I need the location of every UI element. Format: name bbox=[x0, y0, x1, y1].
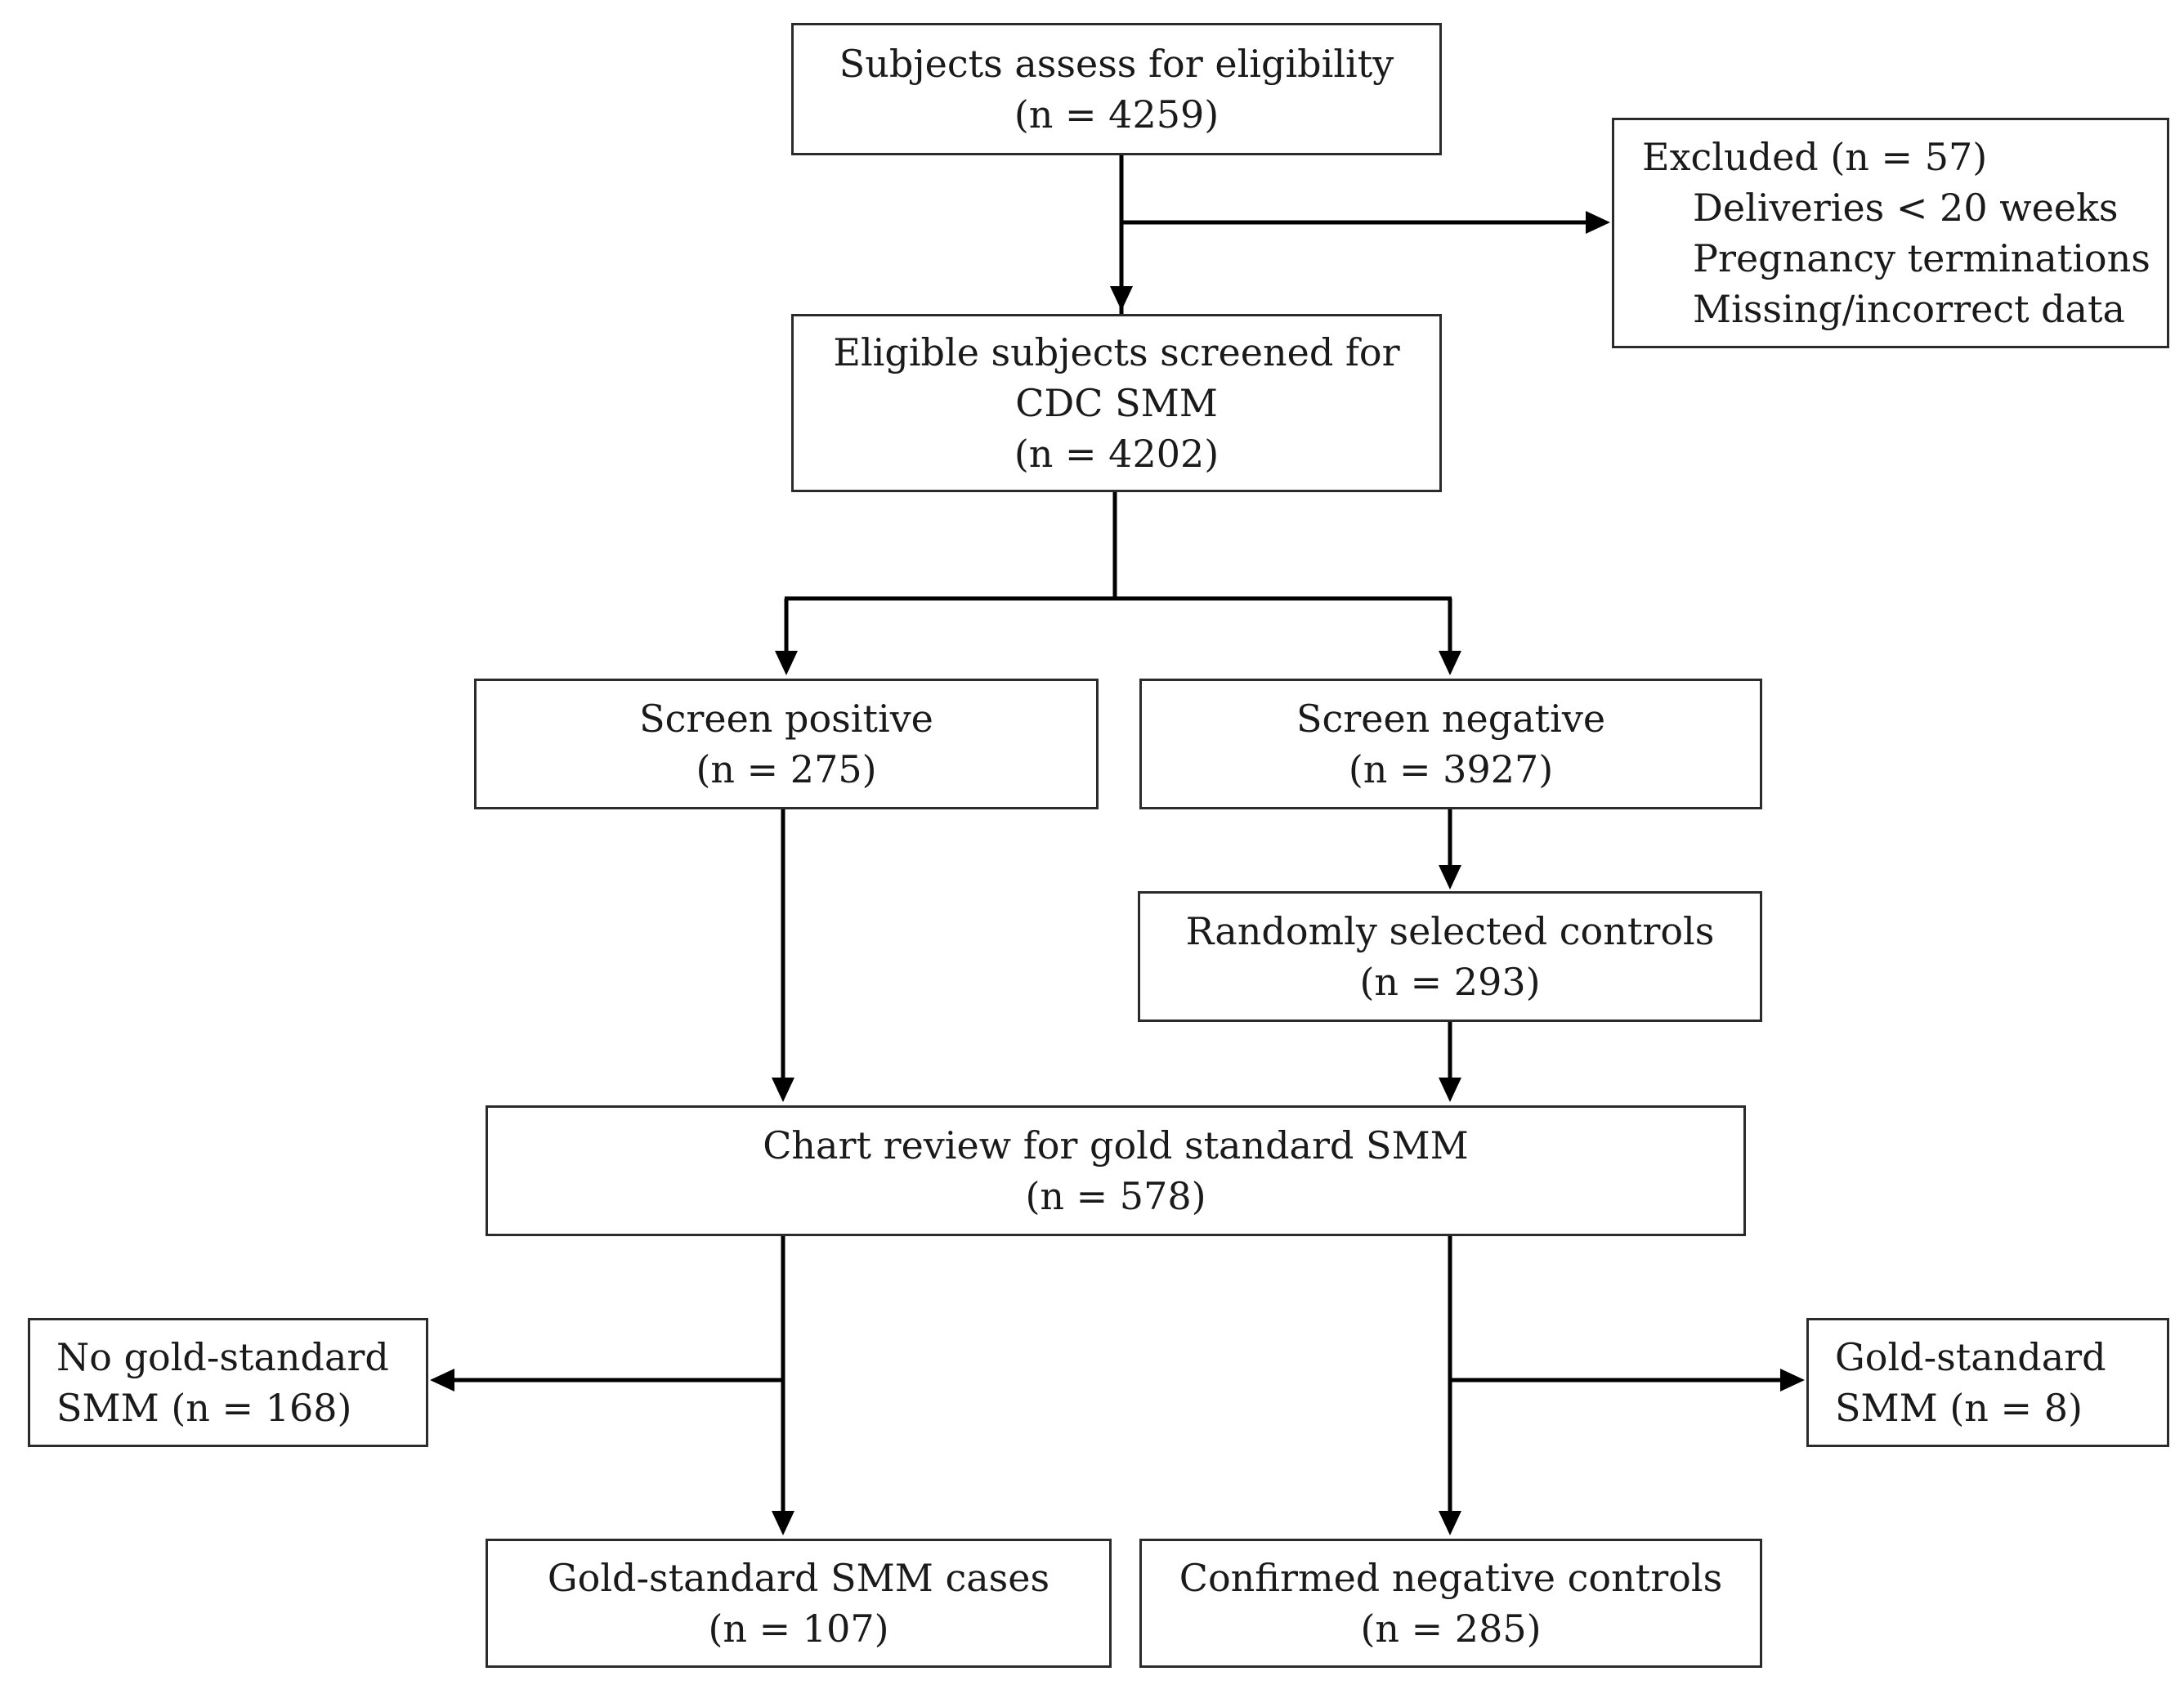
assess-title: Subjects assess for eligibility bbox=[839, 42, 1394, 86]
arrowhead-chart-right bbox=[1439, 1078, 1461, 1102]
gold-standard-cases-box: Gold-standard SMM cases (n = 107) bbox=[486, 1539, 1112, 1668]
no-gold-title: No gold-standard bbox=[56, 1335, 389, 1379]
gold-cases-title: Gold-standard SMM cases bbox=[547, 1556, 1050, 1600]
screen-positive-count: (n = 275) bbox=[696, 747, 877, 791]
excluded-title: Excluded (n = 57) bbox=[1642, 135, 1988, 179]
arrowhead-no-gold bbox=[430, 1369, 454, 1392]
arrowhead-random bbox=[1439, 865, 1461, 890]
chart-review-box: Chart review for gold standard SMM (n = … bbox=[486, 1105, 1746, 1236]
screen-negative-box: Screen negative (n = 3927) bbox=[1139, 679, 1762, 809]
arrowhead-excluded bbox=[1586, 211, 1610, 234]
random-controls-count: (n = 293) bbox=[1359, 960, 1541, 1004]
random-controls-title: Randomly selected controls bbox=[1185, 909, 1715, 953]
screen-positive-title: Screen positive bbox=[639, 697, 933, 741]
screen-negative-title: Screen negative bbox=[1296, 697, 1606, 741]
gold-standard-positive-box: Gold-standard SMM (n = 8) bbox=[1806, 1318, 2169, 1447]
arrowhead-chart-left bbox=[772, 1078, 794, 1102]
arrowhead-eligible bbox=[1110, 286, 1133, 311]
excluded-item: Deliveries < 20 weeks bbox=[1693, 186, 2119, 230]
chart-review-count: (n = 578) bbox=[1025, 1174, 1206, 1218]
arrowhead-screen-positive bbox=[775, 651, 798, 675]
eligible-screened-box: Eligible subjects screened for CDC SMM (… bbox=[791, 314, 1442, 492]
no-gold-standard-box: No gold-standard SMM (n = 168) bbox=[28, 1318, 428, 1447]
eligible-title-line2: CDC SMM bbox=[1015, 381, 1218, 425]
eligible-count: (n = 4202) bbox=[1014, 432, 1220, 476]
negative-controls-count: (n = 285) bbox=[1360, 1607, 1542, 1651]
random-controls-box: Randomly selected controls (n = 293) bbox=[1138, 891, 1762, 1022]
gold-positive-count: SMM (n = 8) bbox=[1835, 1386, 2083, 1430]
gold-positive-title: Gold-standard bbox=[1835, 1335, 2106, 1379]
negative-controls-title: Confirmed negative controls bbox=[1179, 1556, 1723, 1600]
arrowhead-controls bbox=[1439, 1511, 1461, 1535]
confirmed-negative-controls-box: Confirmed negative controls (n = 285) bbox=[1139, 1539, 1762, 1668]
assess-eligibility-box: Subjects assess for eligibility (n = 425… bbox=[791, 23, 1442, 155]
arrowhead-screen-negative bbox=[1439, 651, 1461, 675]
screen-positive-box: Screen positive (n = 275) bbox=[474, 679, 1099, 809]
chart-review-title: Chart review for gold standard SMM bbox=[763, 1123, 1469, 1167]
arrowhead-gold-positive bbox=[1780, 1369, 1805, 1392]
excluded-box: Excluded (n = 57) Deliveries < 20 weeks … bbox=[1612, 118, 2169, 348]
no-gold-count: SMM (n = 168) bbox=[56, 1386, 352, 1430]
arrowhead-cases bbox=[772, 1511, 794, 1535]
eligible-title-line1: Eligible subjects screened for bbox=[833, 330, 1400, 374]
assess-count: (n = 4259) bbox=[1014, 92, 1220, 137]
excluded-item: Pregnancy terminations bbox=[1693, 236, 2150, 280]
excluded-item: Missing/incorrect data bbox=[1693, 287, 2125, 331]
screen-negative-count: (n = 3927) bbox=[1348, 747, 1554, 791]
gold-cases-count: (n = 107) bbox=[708, 1607, 889, 1651]
